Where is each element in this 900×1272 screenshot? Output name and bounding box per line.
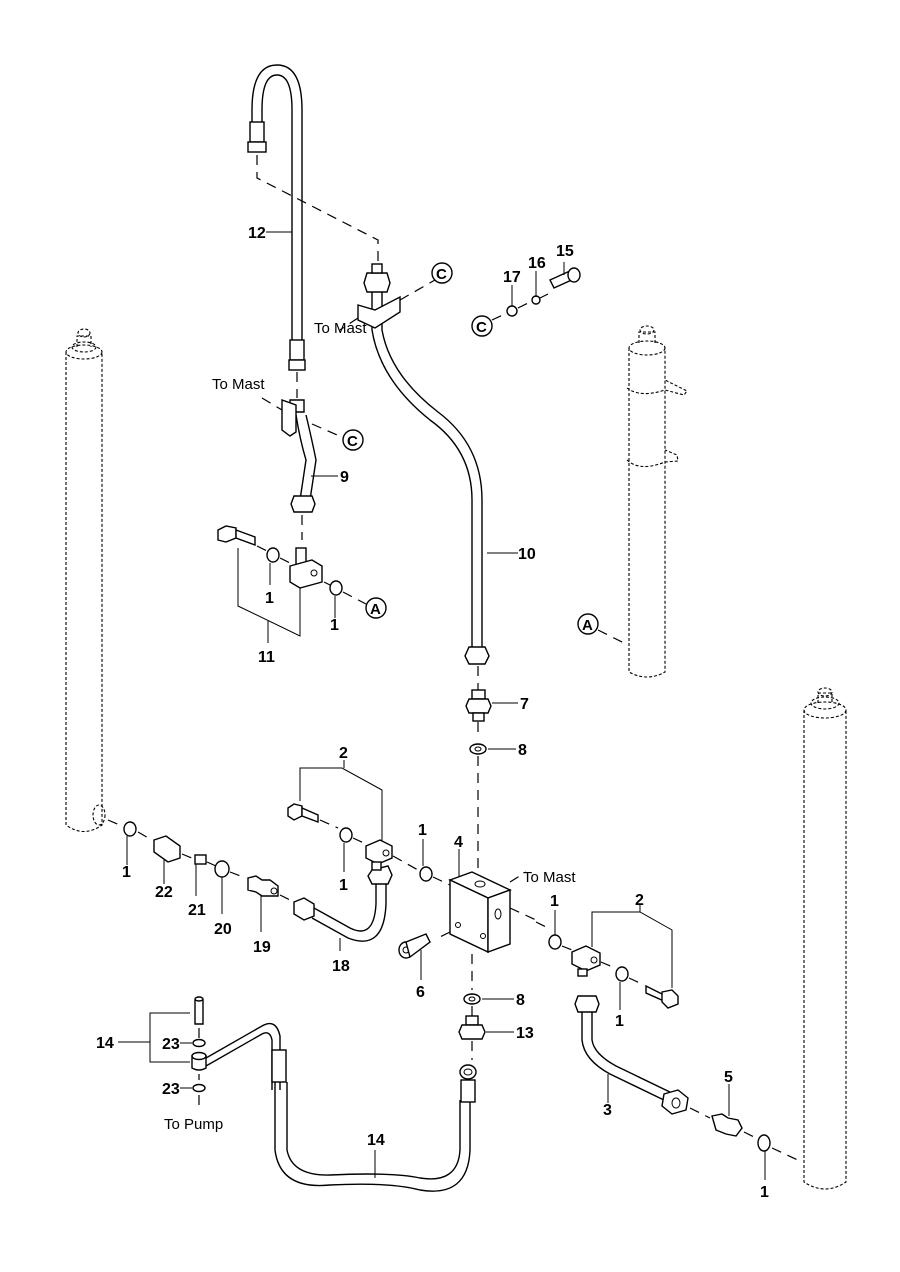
label-part-22: 22 — [155, 884, 173, 901]
bracket-2-right — [591, 911, 673, 988]
label-part-8-upper: 8 — [518, 742, 527, 759]
label-part-2-right: 2 — [635, 892, 644, 909]
label-to-mast-left: To Mast — [212, 376, 265, 393]
label-part-1-h: 1 — [760, 1184, 769, 1201]
bracket-14 — [149, 1012, 190, 1063]
label-to-pump: To Pump — [164, 1116, 223, 1133]
parts-15-16-17 — [491, 267, 581, 321]
svg-text:A: A — [582, 617, 593, 634]
svg-text:C: C — [347, 433, 358, 450]
label-part-1-d: 1 — [339, 877, 348, 894]
bracket-11 — [237, 548, 301, 637]
part-12-hose — [247, 64, 379, 398]
part-2-left-assembly — [287, 803, 451, 886]
part-6-screw — [398, 933, 431, 959]
callout-c-left: C — [342, 429, 364, 451]
label-part-10: 10 — [518, 546, 536, 563]
part-3-tube-and-5 — [574, 995, 803, 1163]
label-part-23-a: 23 — [162, 1036, 180, 1053]
callout-a-left: A — [365, 597, 387, 619]
parts-7-8-upper — [465, 666, 492, 868]
label-part-3: 3 — [603, 1102, 612, 1119]
label-to-mast-block: To Mast — [523, 869, 576, 886]
label-part-1-a: 1 — [265, 590, 274, 607]
label-part-1-f: 1 — [550, 893, 559, 910]
label-part-9: 9 — [340, 469, 349, 486]
right-lift-cylinder — [803, 687, 847, 1190]
label-part-14-bottom: 14 — [367, 1132, 385, 1149]
label-part-1-e: 1 — [418, 822, 427, 839]
label-part-17: 17 — [503, 269, 521, 286]
label-part-8-lower: 8 — [516, 992, 525, 1009]
callout-c-upper: C — [431, 262, 453, 284]
label-part-4: 4 — [454, 834, 463, 851]
label-part-7: 7 — [520, 696, 529, 713]
part-10-tube — [339, 263, 490, 665]
parts-8-13-lower — [458, 993, 486, 1060]
label-part-1-b: 1 — [330, 617, 339, 634]
label-part-20: 20 — [214, 921, 232, 938]
part-11-assembly — [217, 525, 367, 605]
label-part-2-left: 2 — [339, 745, 348, 762]
left-lift-cylinder — [65, 328, 106, 833]
bracket-2-left — [299, 767, 383, 841]
label-part-6: 6 — [416, 984, 425, 1001]
label-part-19: 19 — [253, 939, 271, 956]
label-part-1-g: 1 — [615, 1013, 624, 1030]
label-part-13: 13 — [516, 1025, 534, 1042]
svg-text:A: A — [370, 601, 381, 618]
svg-text:C: C — [476, 319, 487, 336]
label-part-11: 11 — [258, 649, 275, 666]
part-2-right-assembly — [535, 921, 679, 1009]
label-part-12: 12 — [248, 225, 266, 242]
label-to-mast-top: To Mast — [314, 320, 367, 337]
callout-a-right: A — [577, 613, 627, 645]
label-part-1-c: 1 — [122, 864, 131, 881]
callout-c-parts: C — [471, 315, 493, 337]
label-part-23-b: 23 — [162, 1081, 180, 1098]
label-part-5: 5 — [724, 1069, 733, 1086]
label-part-16: 16 — [528, 255, 546, 272]
label-part-14-left: 14 — [96, 1035, 114, 1052]
label-part-21: 21 — [188, 902, 206, 919]
part-4-manifold-block — [437, 871, 537, 990]
label-part-18: 18 — [332, 958, 350, 975]
label-part-15: 15 — [556, 243, 574, 260]
svg-text:C: C — [436, 266, 447, 283]
right-mast-cylinder — [626, 325, 688, 678]
left-fitting-chain — [107, 819, 393, 942]
part-9-tube — [261, 397, 345, 540]
part-14-hose — [191, 996, 477, 1192]
